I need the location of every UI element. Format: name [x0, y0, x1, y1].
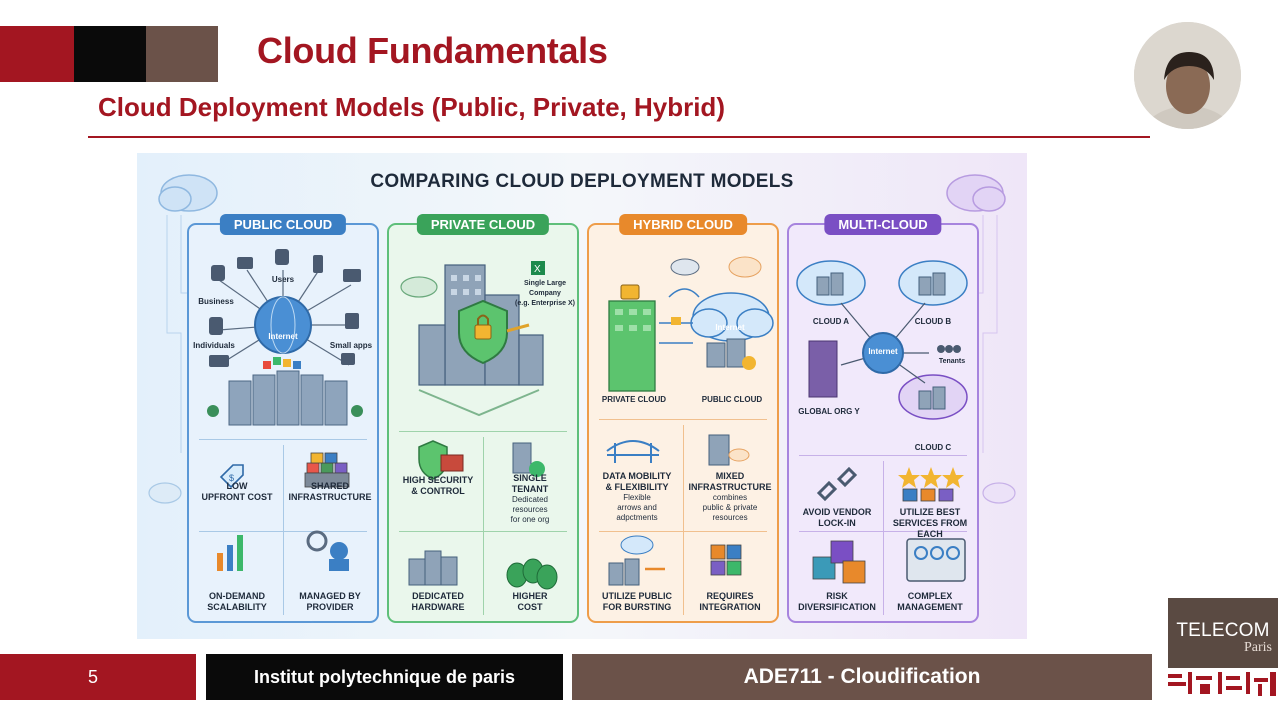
footer-course-block: ADE711 - Cloudification: [572, 654, 1152, 700]
multi-label-cloud-c: CLOUD C: [914, 443, 952, 452]
private-feature-cost: HIGHER COST: [512, 591, 548, 612]
private-feature-hardware: DEDICATED HARDWARE: [411, 591, 465, 612]
logo-line-paris: Paris: [1244, 640, 1272, 655]
multi-divider-h1: [799, 455, 967, 456]
private-divider-v: [483, 437, 484, 615]
multi-cloud-diagram: [796, 260, 968, 420]
private-label-company: Single Large Company (e.g. Enterprise X): [515, 280, 575, 307]
private-cloud-header: PRIVATE CLOUD: [416, 214, 550, 235]
multi-label-tenants: Tenants: [938, 358, 966, 365]
header-block-black: [74, 26, 146, 82]
multi-feature-risk: RISK DIVERSIFICATION: [798, 591, 876, 612]
hybrid-label-internet: Internet: [715, 323, 745, 332]
multi-feature-lock-in: AVOID VENDOR LOCK-IN: [802, 507, 872, 528]
hybrid-feature-integration: REQUIRES INTEGRATION: [699, 591, 761, 612]
multi-feature-complex: COMPLEX MANAGEMENT: [897, 591, 963, 612]
header-block-red: [0, 26, 74, 82]
public-label-individuals: Individuals: [193, 341, 235, 350]
private-feature-security: HIGH SECURITY & CONTROL: [402, 475, 474, 496]
deployment-models-infographic: COMPARING CLOUD DEPLOYMENT MODELS PUBLIC…: [137, 153, 1027, 639]
public-feature-icons: $: [217, 452, 350, 571]
public-feature-low-cost: LOW UPFRONT COST: [201, 481, 273, 502]
public-label-users: Users: [271, 275, 295, 284]
private-feature-icons: [408, 440, 558, 590]
hybrid-divider-v: [683, 425, 684, 615]
logo-line-telecom: TELECOM: [1176, 620, 1270, 641]
multi-label-global-org: GLOBAL ORG Y: [798, 407, 860, 416]
column-multi-cloud: MULTI-CLOUD CLOUD A CLOUD B GLOBAL ORG Y…: [787, 214, 979, 623]
private-divider-h1: [399, 431, 567, 432]
hybrid-feature-bursting: UTILIZE PUBLIC FOR BURSTING: [602, 591, 672, 612]
multi-cloud-header: MULTI-CLOUD: [824, 214, 942, 235]
multi-label-cloud-a: CLOUD A: [812, 317, 850, 326]
public-label-small-apps: Small apps: [329, 341, 373, 350]
svg-text:$: $: [229, 473, 234, 483]
multi-label-internet: Internet: [868, 347, 898, 356]
public-cloud-header: PUBLIC CLOUD: [219, 214, 347, 235]
column-public-cloud: PUBLIC CLOUD Business Users Individuals …: [187, 214, 379, 623]
hybrid-label-public: PUBLIC CLOUD: [701, 395, 763, 404]
hybrid-cloud-header: HYBRID CLOUD: [619, 214, 747, 235]
presenter-webcam: [1134, 22, 1241, 129]
public-divider-v: [283, 445, 284, 615]
multi-label-cloud-b: CLOUD B: [914, 317, 952, 326]
public-feature-managed: MANAGED BY PROVIDER: [299, 591, 361, 612]
slide-title: Cloud Fundamentals: [257, 30, 608, 71]
svg-text:X: X: [534, 264, 541, 275]
multi-feature-icons: [812, 466, 966, 584]
slide-subtitle: Cloud Deployment Models (Public, Private…: [98, 92, 725, 122]
column-hybrid-cloud: HYBRID CLOUD Internet PRIVATE CLOUD PUBL…: [587, 214, 779, 623]
public-feature-shared-infra: SHARED INFRASTRUCTURE: [288, 481, 372, 502]
title-divider: [88, 136, 1150, 138]
hybrid-divider-h1: [599, 419, 767, 420]
infographic-title: COMPARING CLOUD DEPLOYMENT MODELS: [370, 171, 794, 192]
header-block-brown: [146, 26, 218, 82]
private-cloud-diagram: X: [400, 261, 545, 417]
logo-decoration-icon: [1166, 670, 1280, 698]
column-private-cloud: PRIVATE CLOUD X Single Large Company (e.…: [387, 214, 579, 623]
footer-institution: Institut polytechnique de paris: [253, 666, 516, 687]
multi-divider-v: [883, 461, 884, 615]
hybrid-label-private: PRIVATE CLOUD: [601, 395, 667, 404]
hybrid-feature-icons: [606, 434, 750, 586]
public-cloud-diagram: [207, 249, 363, 426]
multi-feature-best-services: UTILIZE BEST SERVICES FROM EACH: [892, 507, 968, 539]
footer-page-block: 5: [0, 654, 196, 700]
public-feature-scalability: ON-DEMAND SCALABILITY: [207, 591, 267, 612]
public-divider-h1: [199, 439, 367, 440]
page-number: 5: [87, 666, 98, 687]
hybrid-cloud-diagram: [608, 256, 774, 392]
footer-institution-block: Institut polytechnique de paris: [206, 654, 563, 700]
public-label-internet: Internet: [268, 332, 298, 341]
public-label-business: Business: [198, 297, 234, 306]
telecom-paris-logo: TELECOM Paris: [1168, 598, 1278, 668]
footer-course: ADE711 - Cloudification: [743, 665, 981, 688]
